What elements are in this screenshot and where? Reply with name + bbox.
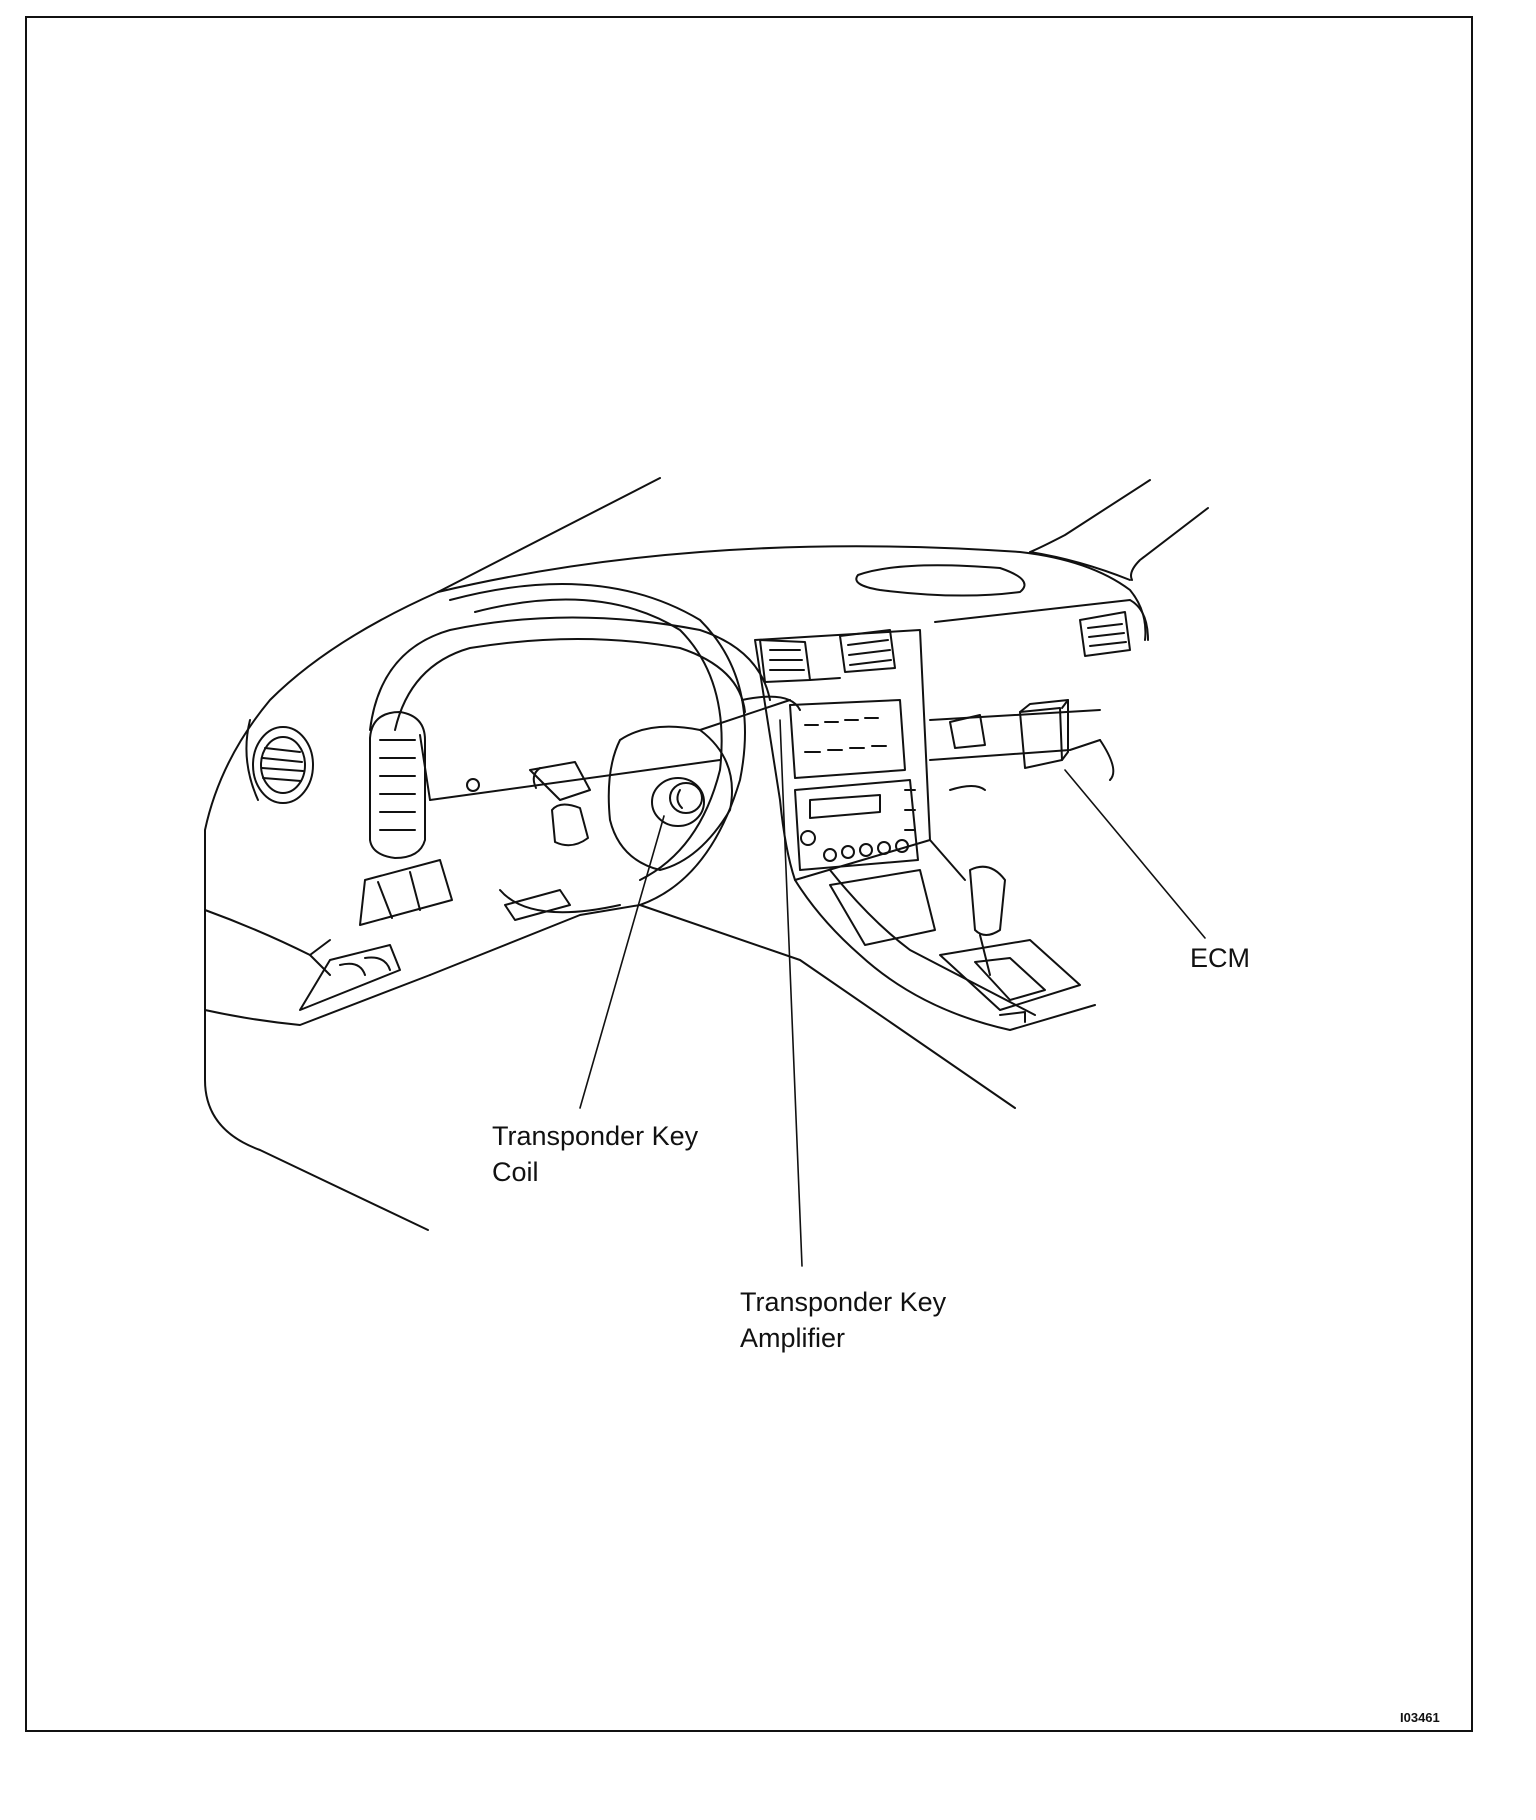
ecm-box <box>1019 699 1069 769</box>
center-stack <box>754 629 931 881</box>
ecm-label-line-1: ECM <box>1190 943 1250 973</box>
left-slot-vent <box>369 711 426 859</box>
diagram-frame <box>25 16 1473 1732</box>
transponder-key-coil-label: Transponder Key Coil <box>492 1118 698 1190</box>
key-coil-assembly <box>651 777 705 827</box>
transponder-key-amplifier-label: Transponder Key Amplifier <box>740 1284 946 1356</box>
leader-lines <box>579 719 1206 1267</box>
amplifier-label-line-2: Amplifier <box>740 1323 846 1353</box>
combination-switch <box>529 761 591 847</box>
console-shifter <box>794 839 1096 1031</box>
figure-id: I03461 <box>1400 1710 1440 1725</box>
passenger-dash <box>929 599 1149 791</box>
coil-label-line-1: Transponder Key <box>492 1121 699 1151</box>
steering-wheel <box>449 583 801 906</box>
instrument-cluster <box>369 616 771 801</box>
dashboard-outline <box>204 545 1147 1231</box>
lower-left-panel <box>299 859 621 1011</box>
windshield-lines <box>437 477 1209 593</box>
amplifier-label-line-1: Transponder Key <box>740 1287 947 1317</box>
left-round-vent <box>245 719 314 804</box>
ecm-label: ECM <box>1190 940 1250 976</box>
coil-label-line-2: Coil <box>492 1157 539 1187</box>
